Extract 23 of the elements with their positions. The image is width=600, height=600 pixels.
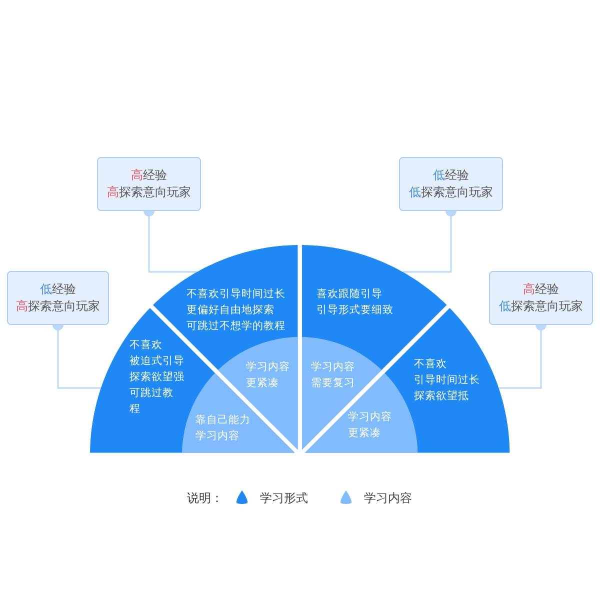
callout-text: 低经验: [40, 281, 76, 298]
sector-text: 不喜欢引导时间过长探索欲望抵: [414, 356, 480, 404]
callout-text: 高经验: [131, 167, 167, 184]
callout-text: 低探索意向玩家: [499, 298, 583, 315]
callout-box: [7, 271, 109, 325]
callout-box: [399, 157, 503, 211]
legend-text: 学习内容: [364, 490, 412, 507]
sector-text: 不喜欢引导时间过长更偏好自由地探索可跳过不想学的教程: [186, 286, 286, 334]
sector-text: 靠自己能力学习内容: [195, 412, 250, 444]
legend-text: 学习形式: [260, 490, 308, 507]
sector-text: 学习内容更紧凑: [348, 410, 392, 441]
sector-text: 不喜欢被迫式引导探索欲望强可跳过教程: [129, 338, 184, 417]
callout-text: 高探索意向玩家: [107, 184, 191, 201]
callout-text: 高探索意向玩家: [16, 298, 100, 315]
callout-box: [97, 157, 201, 211]
legend-title: 说明：: [187, 490, 223, 507]
callout-text: 高经验: [523, 281, 559, 298]
callout-text: 低探索意向玩家: [409, 184, 493, 201]
sector-text: 学习内容需要复习: [310, 360, 355, 391]
callout-box: [489, 271, 593, 325]
sector-text: 学习内容更紧凑: [246, 360, 290, 391]
callout-text: 低经验: [433, 167, 469, 184]
sector-text: 喜欢跟随引导引导形式要细致: [316, 286, 394, 318]
